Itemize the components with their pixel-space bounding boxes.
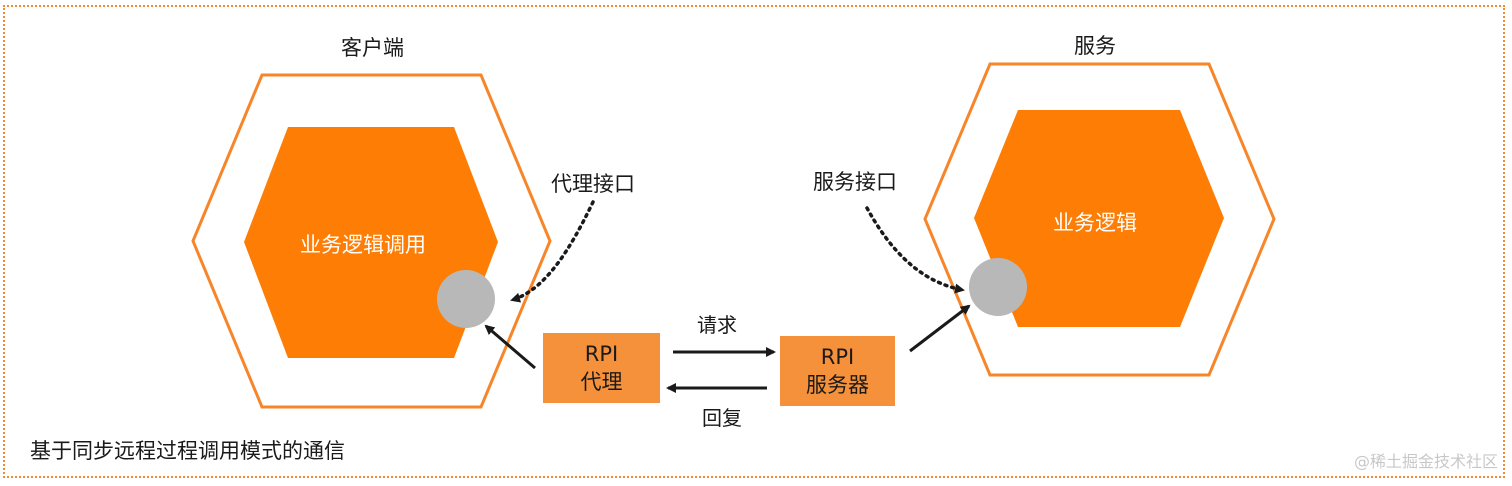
client-title: 客户端 xyxy=(341,36,404,60)
proxy-to-client-arrow xyxy=(484,324,536,370)
client-port-circle xyxy=(437,270,495,328)
service-port-circle xyxy=(969,258,1027,316)
rpi-proxy-line2: 代理 xyxy=(580,370,623,394)
service-interface-leader xyxy=(865,206,965,294)
request-label: 请求 xyxy=(697,313,737,337)
rpi-proxy-box: RPI 代理 xyxy=(543,333,660,403)
rpi-server-line2: 服务器 xyxy=(806,373,869,397)
diagram-caption: 基于同步远程过程调用模式的通信 xyxy=(30,439,345,463)
diagram-frame xyxy=(3,5,1505,478)
proxy-interface-label: 代理接口 xyxy=(551,172,635,196)
server-to-service-arrow xyxy=(909,304,971,353)
client-inner-label: 业务逻辑调用 xyxy=(300,233,426,257)
client-inner-hexagon xyxy=(244,127,498,358)
rpi-proxy-line1: RPI xyxy=(584,342,619,366)
rpi-server-box: RPI 服务器 xyxy=(780,336,895,406)
rpi-server-line1: RPI xyxy=(820,345,855,369)
service-inner-label: 业务逻辑 xyxy=(1053,211,1137,235)
service-interface-label: 服务接口 xyxy=(813,170,897,194)
service-title: 服务 xyxy=(1074,34,1116,58)
reply-label: 回复 xyxy=(702,406,742,430)
watermark: @稀土掘金技术社区 xyxy=(1353,452,1498,471)
service-inner-hexagon xyxy=(974,110,1224,327)
proxy-interface-leader xyxy=(510,200,595,303)
